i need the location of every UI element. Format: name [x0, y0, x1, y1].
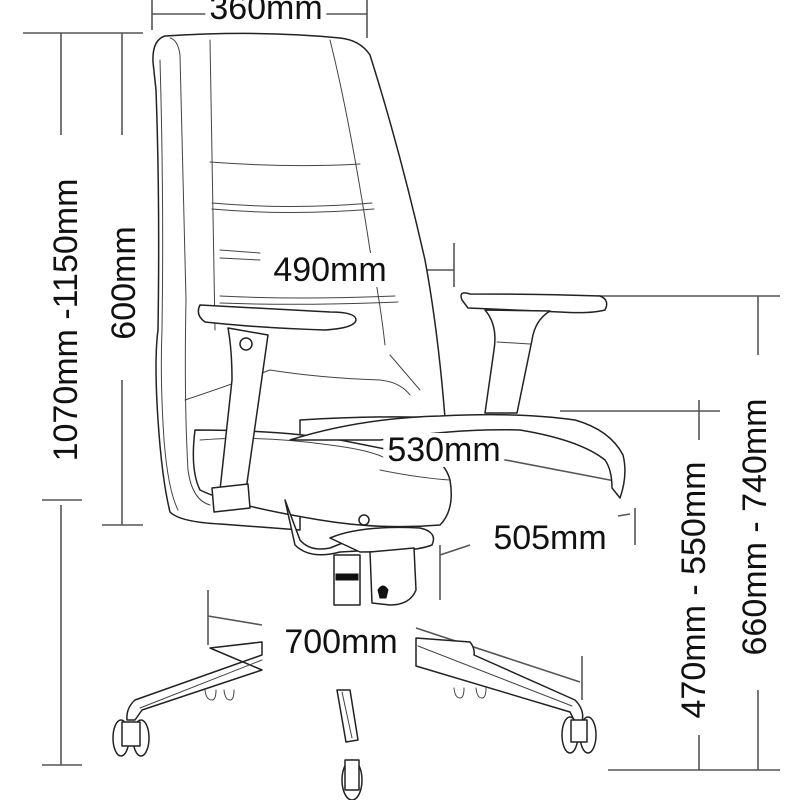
label-seat-width: 530mm — [383, 433, 505, 467]
label-backrest-height: 600mm — [105, 222, 143, 344]
armrest-right-post — [484, 309, 551, 414]
caster-front — [341, 759, 363, 800]
base-leg-right — [415, 637, 584, 723]
caster-right — [561, 716, 597, 754]
label-armrest-height: 660mm - 740mm — [736, 394, 774, 660]
label-base-diameter: 700mm — [280, 625, 402, 659]
label-armrest-width: 490mm — [269, 253, 391, 287]
base-leg-left — [126, 641, 263, 721]
armrest-right — [460, 292, 608, 314]
caster-left — [112, 719, 150, 757]
label-backrest-width: 360mm — [205, 0, 327, 25]
label-seat-depth: 505mm — [489, 521, 611, 555]
label-seat-height: 470mm - 550mm — [675, 457, 713, 723]
chair-illustration — [112, 32, 626, 800]
label-overall-height: 1070mm -1150mm — [47, 174, 85, 466]
armrest-left — [197, 304, 357, 331]
